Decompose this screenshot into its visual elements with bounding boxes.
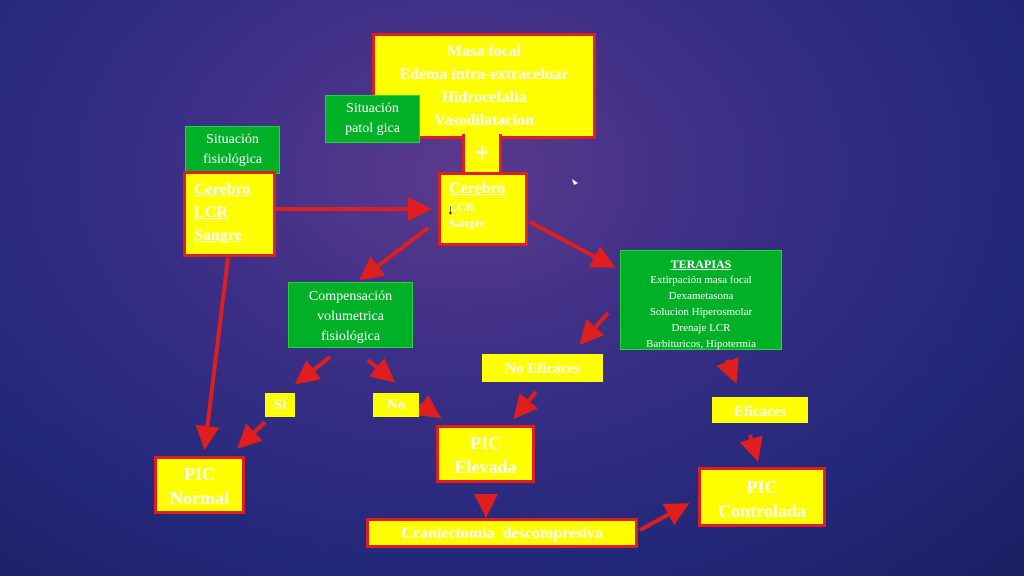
no-text: No (386, 397, 406, 413)
therapies-title: TERAPIAS (670, 257, 732, 271)
arrow-therapies-to-not-effective (579, 311, 610, 345)
pic-elevated-line-1: PIC (470, 433, 501, 453)
mass-line-2: Edema intra-extraceluar (399, 66, 569, 83)
brain-right-cerebro: Cerebro (449, 180, 506, 197)
brain-left-cerebro: Cerebro (194, 181, 251, 198)
plus-sign: + (474, 138, 490, 169)
pic-elevated-box: PIC Elevada (436, 425, 535, 483)
arrow-brain-to-therapies (529, 220, 616, 268)
therapy-item: Solucion Hiperosmolar (649, 306, 753, 318)
compensation-line-3: fisiológica (320, 329, 381, 344)
pic-normal-box: PIC Normal (154, 456, 245, 514)
pic-normal-line-1: PIC (184, 464, 215, 484)
pathologic-situation-label: Situación patol gica (325, 95, 420, 143)
craniectomy-box: Craniectomia descompresiva (366, 518, 638, 548)
pic-elevated-line-2: Elevada (454, 457, 517, 477)
cursor-pointer-icon (572, 179, 578, 185)
pic-normal-line-2: Normal (170, 488, 229, 508)
physiologic-line-1: Situación (206, 132, 259, 147)
therapy-item: Dexametasona (668, 290, 734, 302)
therapy-item: Extirpación masa focal (650, 274, 752, 286)
arrow-no-to-pic-elevated (414, 394, 442, 419)
brain-left-sangre: Sangre (194, 227, 242, 244)
brain-compartments-normal: Cerebro LCR Sangre (183, 171, 276, 257)
compensation-line-1: Compensación (308, 289, 393, 304)
brain-left-lcr: LCR (194, 204, 228, 221)
yes-text: Sí (273, 397, 287, 413)
arrow-effective-to-pic-controlled (739, 434, 763, 462)
pic-controlled-line-2: Controlada (718, 501, 806, 521)
effective-text: Eficaces (733, 404, 787, 420)
arrow-compensation-to-yes (294, 355, 332, 385)
brain-compartments-pathologic: Cerebro LCR Sangre ↓ (438, 172, 528, 246)
arrow-yes-to-pic-normal (237, 420, 267, 449)
down-arrow-icon: ↓ (447, 203, 454, 218)
volumetric-compensation-box: Compensación volumetrica fisiológica (288, 282, 413, 348)
arrow-not-effective-to-pic-elevated (513, 390, 539, 420)
brain-right-sangre: Sangre (449, 216, 485, 230)
craniectomy-text: Craniectomia descompresiva (401, 525, 603, 542)
mass-line-1: Masa focal (446, 43, 522, 60)
arrow-compensation-to-no (366, 357, 396, 383)
effective-label: Eficaces (712, 397, 808, 423)
mass-line-3: Hidrocefalia (441, 89, 527, 106)
pic-controlled-box: PIC Controlada (698, 467, 826, 527)
arrow-craniectomy-to-pic-controlled (639, 503, 690, 532)
therapies-box: TERAPIAS Extirpación masa focal Dexameta… (620, 250, 782, 350)
not-effective-label: No Eficaces (482, 354, 603, 382)
physiologic-line-2: fisiológica (202, 152, 263, 167)
physiologic-situation-label: Situación fisiológica (185, 126, 280, 174)
pathologic-line-1: Situación (346, 101, 399, 116)
arrow-brain-to-compensation (358, 226, 430, 281)
mass-line-4: Vasodilatacion (434, 112, 534, 129)
pic-controlled-line-1: PIC (746, 477, 778, 497)
arrow-therapies-to-effective (716, 356, 739, 384)
pathologic-line-2: patol gica (345, 121, 400, 136)
brain-right-lcr: LCR (449, 200, 475, 214)
therapy-item: Drenaje LCR (671, 322, 731, 334)
compensation-line-2: volumetrica (317, 309, 384, 324)
yes-label: Sí (265, 393, 295, 417)
arrow-left-brain-to-pic-normal (195, 257, 230, 450)
not-effective-text: No Eficaces (505, 361, 580, 377)
therapy-item: Barbituricos, Hipotermia (646, 338, 756, 350)
no-label: No (373, 393, 419, 417)
